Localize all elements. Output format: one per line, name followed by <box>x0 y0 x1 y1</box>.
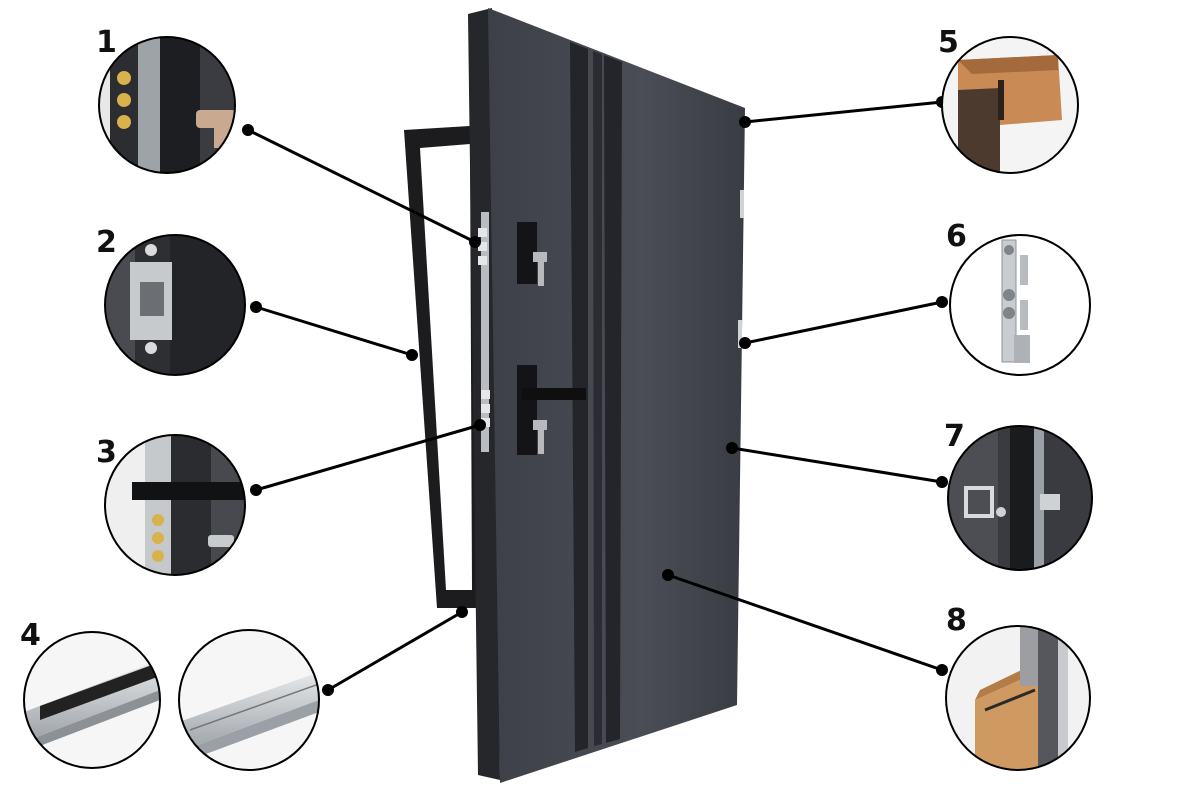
callout-number: 6 <box>946 219 967 254</box>
door-handle <box>517 365 586 455</box>
lock-bolts-bottom <box>481 390 490 427</box>
callout-number: 4 <box>20 618 41 653</box>
lock-bolts-top <box>478 228 487 265</box>
lock-strip <box>481 212 489 452</box>
callout-number: 7 <box>944 419 965 454</box>
detail-bubble-8: 8 <box>945 603 1091 771</box>
detail-bubble-1: 1 <box>96 25 236 174</box>
door-illustration <box>404 8 745 783</box>
handle-lock-bolts-icon <box>105 435 245 575</box>
wooden-frame-section-icon <box>942 37 1078 173</box>
multipoint-lock-bolts-icon <box>99 37 235 173</box>
detail-bubble-6: 6 <box>946 219 1091 376</box>
hinge-top <box>740 190 744 218</box>
callout-number: 3 <box>96 435 117 470</box>
detail-bubble-3: 3 <box>96 434 246 576</box>
threshold-profile-icon <box>179 630 319 770</box>
detail-bubble-5: 5 <box>938 25 1079 174</box>
detail-bubble-2: 2 <box>96 225 246 376</box>
callout-number: 2 <box>96 225 117 260</box>
callout-number: 8 <box>946 603 967 638</box>
detail-bubble-4: 4 <box>20 618 320 771</box>
upper-lock <box>517 222 547 286</box>
door-frame <box>404 125 488 608</box>
door-leaf-cross-section-icon <box>946 626 1090 770</box>
hinge-bottom <box>738 320 742 348</box>
detail-bubble-7: 7 <box>944 419 1093 571</box>
callout-number: 5 <box>938 25 959 60</box>
adjustable-hinge-icon <box>950 235 1090 375</box>
callout-number: 1 <box>96 25 117 60</box>
threshold-profile-icon <box>24 632 160 768</box>
leader-lines <box>242 96 948 696</box>
